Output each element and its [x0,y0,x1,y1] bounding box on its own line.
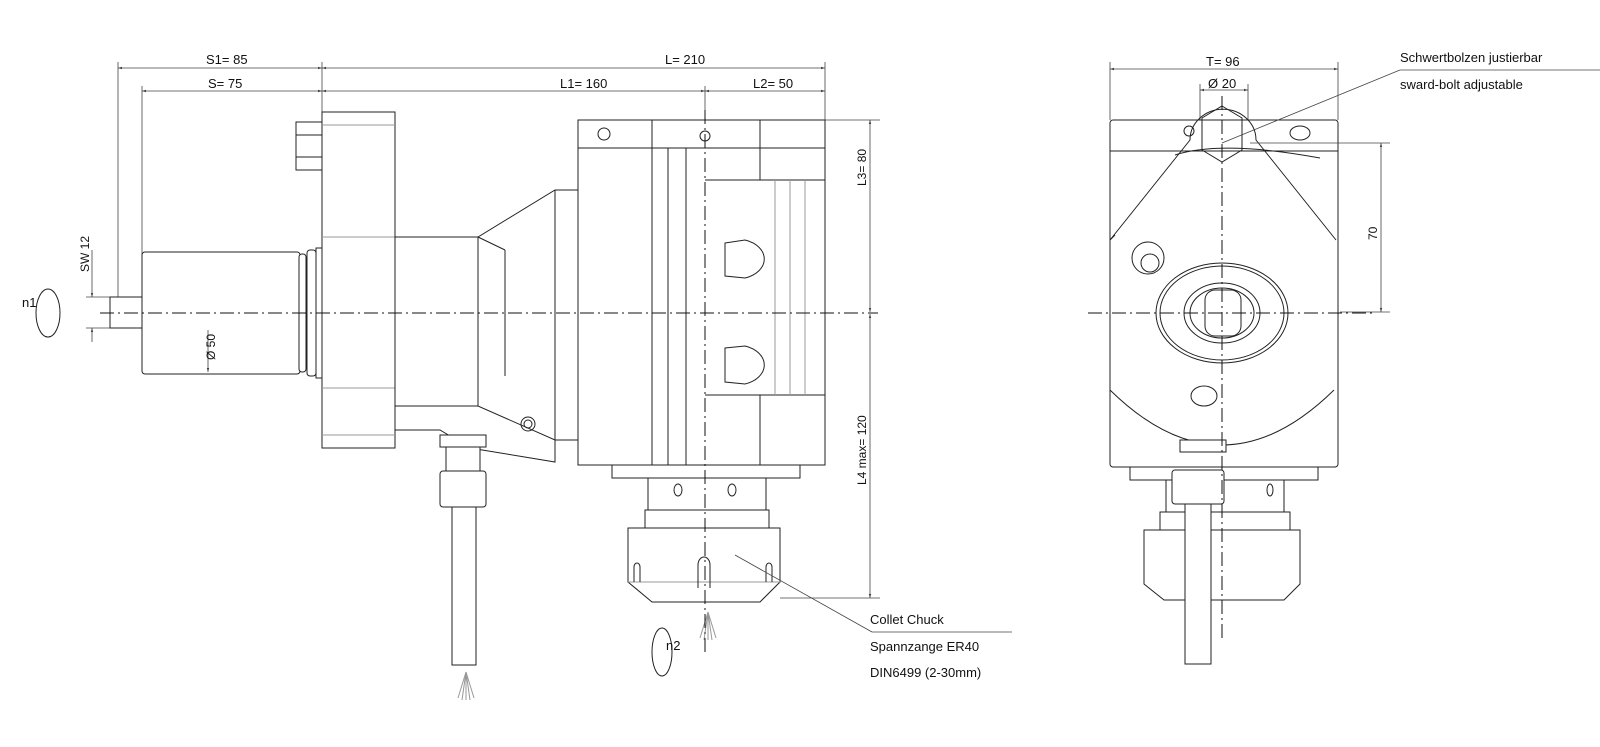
bolt-head [295,121,323,171]
coolant-pipe [451,506,477,666]
coolant-spray-icon [699,611,717,641]
slot-icon [724,239,765,279]
dim-s1-label: S1= 85 [206,52,248,67]
screw-icon [520,416,536,432]
rotation-n2-icon [651,627,673,677]
dim-70-label: 70 [1366,226,1380,240]
dim-l4-label: L4 max= 120 [855,415,869,485]
dim-sw-label: SW 12 [78,236,92,272]
dim-l3-label: L3= 80 [855,149,869,186]
dim-t-label: T= 96 [1206,54,1240,69]
collar [611,464,801,479]
coolant-spray-icon [457,671,475,701]
callout-spannzange: Spannzange ER40 [870,639,979,654]
rotation-n2-label: n2 [666,638,680,653]
side-view: S1= 85 L= 210 S= 75 L1= 160 L2= 50 SW 12… [22,52,1012,701]
callout-collet-chuck: Collet Chuck [870,612,944,627]
callout-schwertbolzen: Schwertbolzen justierbar [1400,50,1543,65]
dim-d50-label: Ø 50 [204,334,218,360]
collet-chuck [627,527,781,603]
callout-sward-bolt: sward-bolt adjustable [1400,77,1523,92]
angle-head-body [577,119,826,466]
dim-d20-label: Ø 20 [1208,76,1236,91]
dim-l-label: L= 210 [665,52,705,67]
rotation-n1-icon [35,288,61,338]
front-view: T= 96 Ø 20 70 Sc [1088,50,1600,665]
slot-icon [724,345,765,385]
flange [321,111,396,449]
angle-housing [394,189,579,441]
rotation-n1-label: n1 [22,295,36,310]
screw-icon [597,127,611,141]
callout-din: DIN6499 (2-30mm) [870,665,981,680]
dim-l2-label: L2= 50 [753,76,793,91]
dim-s-label: S= 75 [208,76,242,91]
dim-l1-label: L1= 160 [560,76,607,91]
head-front-body [1109,119,1339,468]
coolant-pipe [1184,503,1212,665]
